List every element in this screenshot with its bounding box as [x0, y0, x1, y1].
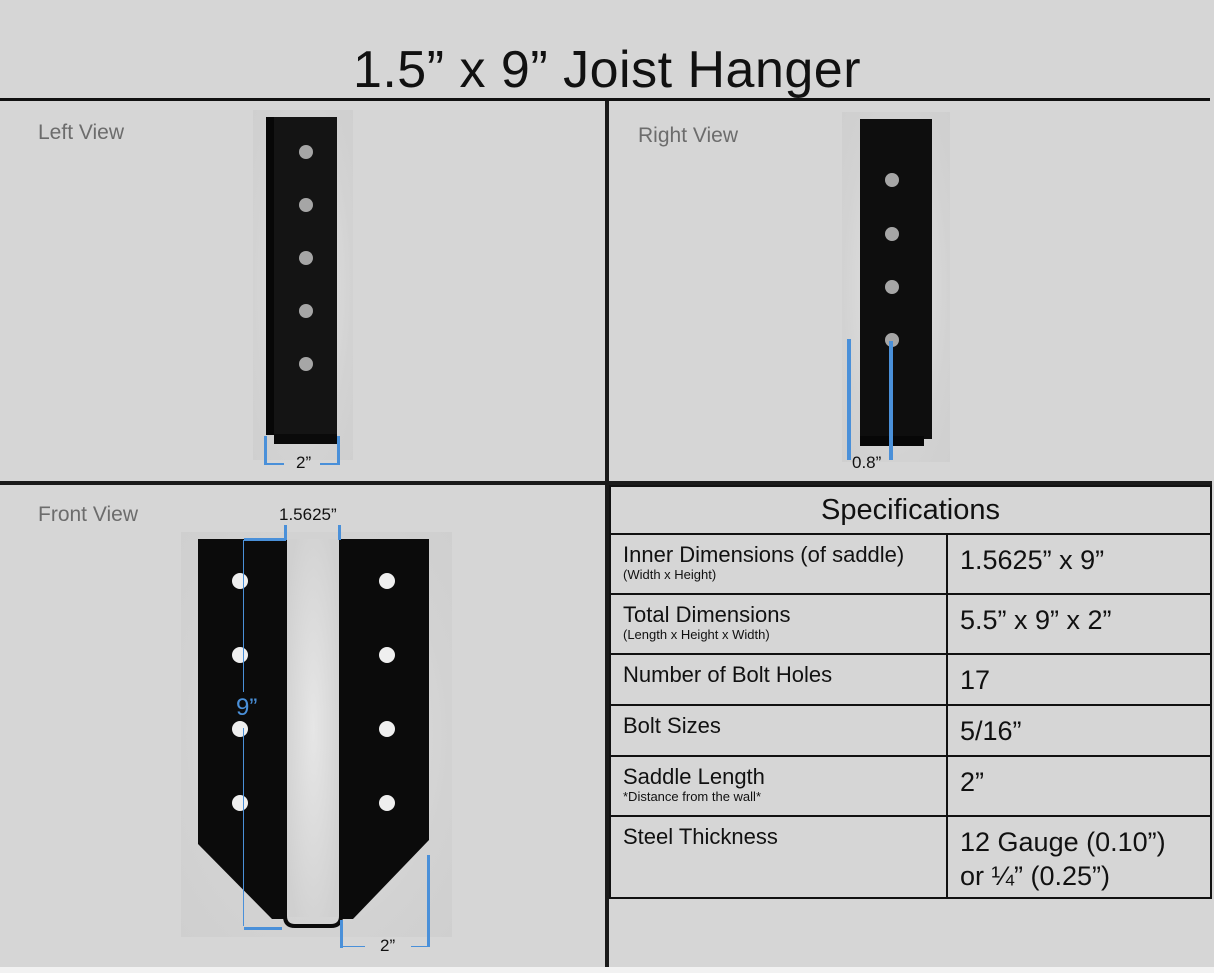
front-view-label: Front View [38, 503, 138, 526]
spec-label-cell: Steel Thickness [609, 815, 948, 899]
horizontal-divider-right [609, 481, 1212, 485]
dimension-line [889, 341, 893, 460]
left-view-plate-edge [266, 117, 274, 435]
spec-value-cell: 12 Gauge (0.10”) or ¼” (0.25”) [946, 815, 1212, 899]
right-view-dimension: 0.8” [852, 453, 882, 472]
spec-label-cell: Bolt Sizes [609, 704, 948, 757]
specifications-header: Specifications [609, 485, 1212, 535]
front-view-saddle-dimension: 2” [380, 936, 396, 955]
specifications-table: Specifications Inner Dimensions (of sadd… [609, 485, 1212, 899]
bolt-hole [379, 795, 395, 811]
bolt-hole [232, 647, 248, 663]
spec-label: Steel Thickness [623, 824, 778, 849]
table-row: Inner Dimensions (of saddle) (Width x He… [609, 533, 1212, 595]
spec-label-cell: Total Dimensions (Length x Height x Widt… [609, 593, 948, 655]
title-divider [0, 98, 1210, 101]
front-view-width-dimension: 1.5625” [279, 505, 337, 524]
front-view-height-dimension: 9” [236, 694, 258, 721]
page-bottom-strip [0, 967, 1214, 973]
bolt-hole [299, 145, 313, 159]
dimension-line [243, 540, 244, 692]
bolt-hole [885, 173, 899, 187]
dimension-line [411, 946, 428, 947]
right-view-label: Right View [638, 124, 738, 147]
left-view-dimension: 2” [296, 453, 312, 472]
bolt-hole [379, 647, 395, 663]
spec-label: Saddle Length [623, 764, 765, 789]
dimension-line [847, 339, 851, 460]
bolt-hole [232, 573, 248, 589]
bolt-hole [885, 227, 899, 241]
table-row: Total Dimensions (Length x Height x Widt… [609, 593, 1212, 655]
bolt-hole [379, 573, 395, 589]
spec-value: 5.5” x 9” x 2” [946, 593, 1212, 655]
dimension-line [338, 525, 341, 540]
table-row: Bolt Sizes 5/16” [609, 704, 1212, 757]
dimension-line [343, 946, 365, 947]
left-view-plate [266, 117, 337, 435]
bolt-hole [885, 333, 899, 347]
bolt-hole [885, 280, 899, 294]
bolt-hole [379, 721, 395, 737]
spec-value: 17 [946, 653, 1212, 706]
bolt-hole [232, 795, 248, 811]
spec-sublabel: (Length x Height x Width) [623, 627, 770, 642]
dimension-line [244, 927, 282, 930]
spec-value: 5/16” [946, 704, 1212, 757]
table-row: Saddle Length *Distance from the wall* 2… [609, 755, 1212, 817]
front-view-hanger-shape [198, 539, 429, 928]
dimension-line [337, 436, 340, 465]
bolt-hole [232, 721, 248, 737]
bolt-hole [299, 198, 313, 212]
spec-label: Number of Bolt Holes [623, 662, 833, 687]
spec-label: Bolt Sizes [623, 713, 721, 738]
dimension-line [427, 855, 430, 947]
horizontal-divider-left [0, 481, 605, 485]
spec-label-cell: Saddle Length *Distance from the wall* [609, 755, 948, 817]
spec-value: 1.5625” x 9” [946, 533, 1212, 595]
left-view-label: Left View [38, 121, 124, 144]
dimension-line [243, 728, 244, 926]
spec-label-cell: Inner Dimensions (of saddle) (Width x He… [609, 533, 948, 595]
dimension-line [284, 525, 287, 540]
dimension-line [264, 463, 284, 465]
spec-value-line2: or ¼” (0.25”) [960, 861, 1111, 891]
bolt-hole [299, 251, 313, 265]
spec-label-cell: Number of Bolt Holes [609, 653, 948, 706]
dimension-line [320, 463, 340, 465]
page-title: 1.5” x 9” Joist Hanger [352, 41, 862, 99]
spec-sublabel: (Width x Height) [623, 567, 717, 582]
vertical-divider [605, 101, 609, 967]
table-row: Steel Thickness 12 Gauge (0.10”) or ¼” (… [609, 815, 1212, 899]
dimension-line [244, 538, 286, 541]
left-view-plate-foot [274, 434, 337, 444]
spec-sublabel: *Distance from the wall* [623, 789, 761, 804]
right-view-plate [860, 119, 932, 439]
spec-label: Total Dimensions [623, 602, 791, 627]
table-row: Number of Bolt Holes 17 [609, 653, 1212, 706]
bolt-hole [299, 357, 313, 371]
bolt-hole [299, 304, 313, 318]
spec-label: Inner Dimensions (of saddle) [623, 542, 905, 567]
dimension-line [340, 920, 343, 948]
table-header-row: Specifications [609, 485, 1212, 535]
spec-value: 12 Gauge (0.10”) [960, 827, 1166, 857]
spec-value: 2” [946, 755, 1212, 817]
dimension-line [264, 436, 267, 465]
